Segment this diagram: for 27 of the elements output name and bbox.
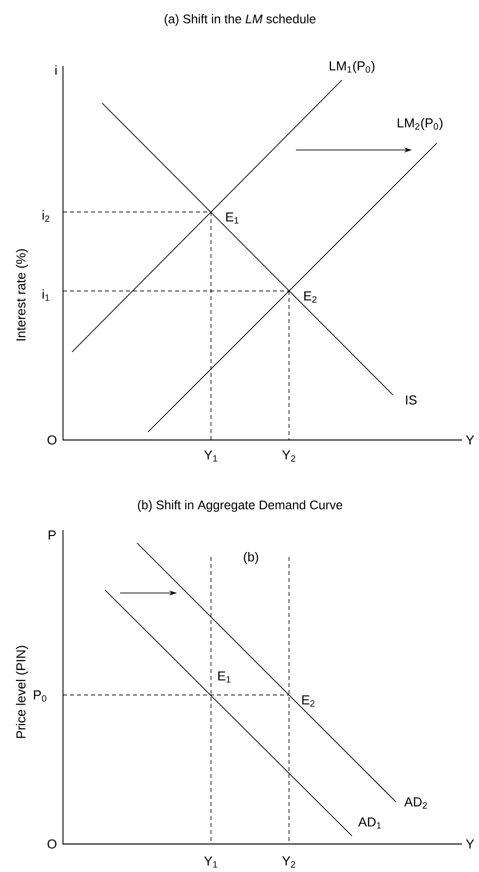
origin-label: O: [48, 839, 56, 849]
panel-title: (a) Shift in the LM schedule: [164, 14, 316, 26]
panel-title: (b) Shift in Aggregate Demand Curve: [138, 500, 342, 512]
tick-label: i$_{1}$: [42, 289, 50, 301]
tick-label: Y$_{2}$: [282, 856, 296, 868]
axis-label: P: [48, 530, 56, 540]
curve-label: LM$_{2}$(P$_{0}$): [398, 118, 442, 130]
curve-label: IS: [406, 395, 417, 405]
tick-label: i$_{2}$: [42, 210, 50, 222]
curve-label: AD$_{1}$: [358, 817, 381, 829]
tick-label: P$_{0}$: [34, 690, 46, 702]
point-label: E$_{2}$: [302, 695, 314, 707]
tick-label: Y$_{1}$: [204, 856, 218, 868]
axis-label: i: [55, 65, 57, 75]
point-label: E$_{1}$: [226, 212, 238, 224]
panel-label: (b): [244, 552, 258, 564]
axis-label: Price level (PIN): [16, 646, 28, 738]
axis-label: Interest rate (%): [16, 249, 28, 340]
tick-label: Y$_{2}$: [282, 450, 296, 462]
point-label: E$_{2}$: [304, 291, 316, 303]
curve-label: LM$_{1}$(P$_{0}$): [330, 60, 374, 74]
point-label: E$_{1}$: [218, 671, 230, 683]
axis-label: Y: [466, 840, 474, 848]
origin-label: O: [48, 435, 56, 445]
axis-label: Y: [466, 436, 474, 444]
tick-label: Y$_{1}$: [204, 450, 218, 462]
curve-label: AD$_{2}$: [404, 797, 427, 809]
